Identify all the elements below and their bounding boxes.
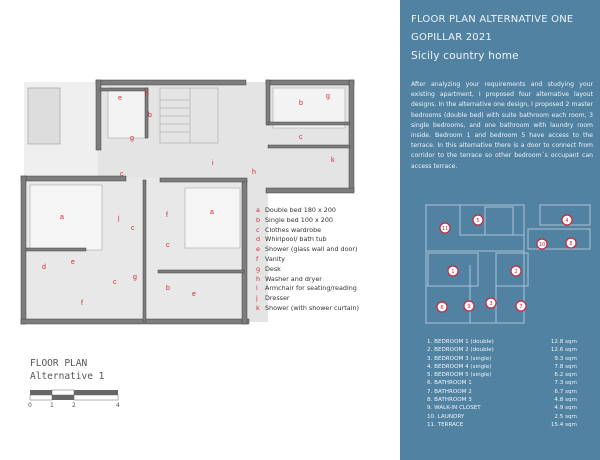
panel-project-name: Sicily country home	[411, 50, 519, 62]
plan-label: j	[117, 215, 120, 222]
key-plan-number: 4	[565, 218, 568, 224]
key-plan-number: 11	[442, 226, 448, 232]
key-plan-number: 2	[514, 269, 517, 275]
plan-label: f	[166, 212, 168, 219]
key-plan-number: 5	[476, 218, 479, 224]
plan-label: a	[60, 214, 64, 221]
key-plan-number: 8	[569, 241, 572, 247]
plan-label: a	[210, 209, 214, 216]
floor-plan-title: FLOOR PLAN	[30, 358, 88, 369]
plan-labels: e h b g b g c k h i c a j f a c c d e c …	[42, 91, 335, 307]
plan-label: h	[145, 91, 149, 98]
plan-label: g	[130, 135, 134, 142]
panel-subtitle: GOPILLAR 2021	[411, 32, 492, 43]
plan-label: c	[299, 134, 303, 141]
plan-label: b	[166, 285, 170, 292]
key-plan-number: 6	[440, 305, 443, 311]
room-row: 5. BEDROOM 5 (single)6.2 sqm	[427, 372, 577, 379]
scale-tick: 0	[28, 402, 32, 409]
floor-plan-subtitle: Alternative 1	[30, 371, 105, 382]
plan-label: g	[133, 274, 137, 281]
plan-label: k	[331, 157, 335, 164]
key-plan-number: 3	[489, 301, 492, 307]
room-schedule: 1. BEDROOM 1 (double)12.8 sqm 2. BEDROOM…	[427, 338, 577, 429]
key-plan: 11 5 4 10 8 1 2 6 9 3 7	[425, 204, 591, 324]
key-plan-number: 1	[451, 269, 454, 275]
plan-label: c	[131, 225, 135, 232]
plan-label: i	[212, 160, 214, 167]
plan-label: e	[192, 291, 196, 298]
key-plan-number: 10	[539, 242, 545, 248]
panel-title: FLOOR PLAN ALTERNATIVE ONE	[411, 14, 574, 25]
plan-label: c	[113, 279, 117, 286]
scale-tick: 4	[116, 402, 120, 409]
plan-label: b	[299, 100, 303, 107]
plan-label: c	[120, 171, 124, 178]
plan-label: e	[71, 259, 75, 266]
floor-plan: e h b g b g c k h i c a j f a c c d e c …	[20, 79, 355, 409]
plan-label: f	[81, 300, 83, 307]
room-row: 3. BEDROOM 3 (single)9.3 sqm	[427, 355, 577, 362]
plan-label: g	[326, 93, 330, 100]
description: After analyzing your requirements and st…	[411, 81, 593, 170]
plan-label: e	[118, 95, 122, 102]
scale-tick: 2	[72, 402, 76, 409]
key-plan-number: 9	[467, 304, 470, 310]
plan-label: c	[166, 242, 170, 249]
info-panel: FLOOR PLAN ALTERNATIVE ONE GOPILLAR 2021…	[400, 0, 600, 460]
room-row: 4. BEDROOM 4 (single)7.8 sqm	[427, 363, 577, 370]
room-row: 2. BEDROOM 2 (double)12.6 sqm	[427, 347, 577, 354]
plan-label: b	[148, 112, 152, 119]
plan-label: h	[252, 169, 256, 176]
key-plan-number: 7	[519, 304, 522, 310]
scale-bar: 0 1 2 4	[28, 389, 120, 409]
plan-label: d	[42, 264, 46, 271]
room-row: 1. BEDROOM 1 (double)12.8 sqm	[427, 339, 577, 345]
scale-tick: 1	[50, 402, 54, 409]
